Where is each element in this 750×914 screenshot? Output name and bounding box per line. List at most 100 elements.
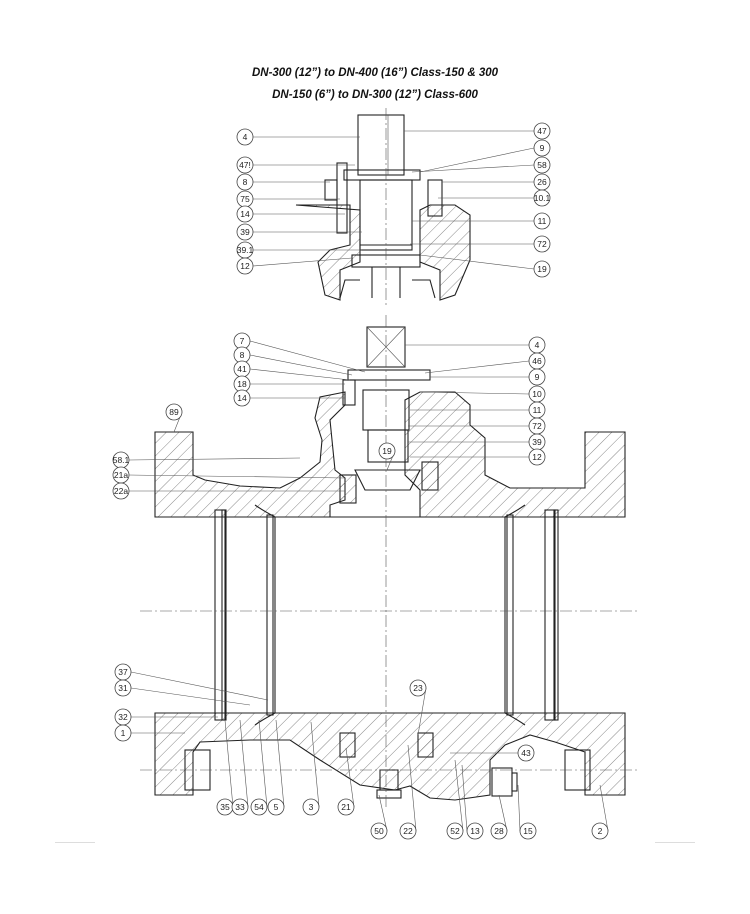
leader-line: [310, 721, 320, 808]
callout-part-5: 5: [267, 719, 285, 816]
callout-part-4: 4: [405, 336, 546, 354]
callout-number: 11: [538, 216, 547, 226]
callout-part-31: 31: [114, 679, 251, 706]
callout-part-39: 39: [236, 223, 362, 241]
callout-circle: [236, 223, 254, 241]
leader-line: [419, 254, 535, 270]
leader-line: [424, 360, 530, 374]
callout-part-46: 46: [424, 352, 546, 374]
leader-line: [239, 719, 249, 808]
callout-number: 75: [240, 194, 250, 204]
leader-line: [258, 719, 268, 808]
callout-part-10: 10: [419, 385, 546, 403]
callout-part-32: 32: [114, 708, 218, 726]
callout-number: 19: [537, 264, 547, 274]
leader-line: [252, 257, 353, 267]
callout-number: 10: [532, 389, 542, 399]
callout-part-12: 12: [410, 448, 546, 466]
valve-main-section: [140, 315, 640, 810]
drawing-title-line-2: DN-150 (6”) to DN-300 (12”) Class-600: [272, 89, 478, 101]
callout-number: 52: [450, 826, 460, 836]
callout-part-10-1: 10.1: [438, 189, 551, 207]
callout-part-21: 21: [337, 747, 355, 816]
callout-part-21a: 21a: [112, 466, 346, 484]
callout-number: 18: [237, 379, 247, 389]
callout-number: 15: [523, 826, 533, 836]
callout-number: 32: [118, 712, 128, 722]
stem-detail-view: [295, 108, 471, 305]
callout-part-37: 37: [114, 663, 269, 701]
callout-number: 31: [118, 683, 128, 693]
leader-line: [419, 147, 535, 173]
callout-number: 89: [169, 407, 179, 417]
leader-line: [345, 747, 355, 808]
callout-number: 21a: [114, 470, 128, 480]
callout-circle: [409, 679, 427, 697]
callout-number: 46: [532, 356, 542, 366]
callout-circle: [519, 822, 537, 840]
callout-circle: [236, 205, 254, 223]
leader-line: [411, 164, 535, 173]
callout-part-4: 4: [236, 128, 360, 146]
leader-line: [517, 784, 521, 832]
callout-number: 37: [118, 667, 128, 677]
callout-circle: [302, 798, 320, 816]
callout-part-15: 15: [517, 784, 537, 840]
callout-part-9: 9: [430, 368, 546, 386]
callout-part-14: 14: [233, 389, 345, 407]
callout-circle: [378, 442, 396, 460]
callout-circle: [591, 822, 609, 840]
callout-number: 14: [237, 393, 247, 403]
callout-part-28: 28: [490, 794, 508, 840]
callout-part-47-: 47!: [236, 156, 355, 174]
callout-circle: [528, 448, 546, 466]
callout-circle: [533, 139, 551, 157]
callout-part-11: 11: [412, 212, 551, 230]
callout-number: 10.1: [534, 193, 551, 203]
callout-part-2: 2: [591, 784, 609, 840]
callout-number: 41: [237, 364, 247, 374]
leader-line: [130, 687, 251, 706]
callout-number: 50: [374, 826, 384, 836]
callout-part-23: 23: [409, 679, 427, 736]
callout-number: 11: [533, 405, 542, 415]
callout-circle: [517, 744, 535, 762]
callout-number: 4: [243, 132, 248, 142]
callout-part-52: 52: [446, 759, 464, 840]
callout-number: 22a: [114, 486, 128, 496]
callout-circle: [236, 257, 254, 275]
callout-circle: [399, 822, 417, 840]
leader-line: [417, 687, 427, 736]
callout-number: 22: [403, 826, 413, 836]
callout-number: 39: [532, 437, 542, 447]
leader-line: [419, 391, 530, 395]
footer-rule-left: [55, 842, 95, 843]
callout-circle: [533, 260, 551, 278]
callout-part-9: 9: [419, 139, 551, 173]
leader-line: [461, 764, 468, 832]
callout-part-39-1: 39.1: [236, 241, 362, 259]
leader-line: [599, 784, 609, 832]
callout-circle: [533, 122, 551, 140]
callout-number: 33: [235, 802, 245, 812]
callout-circle: [528, 368, 546, 386]
callout-circle: [533, 156, 551, 174]
callout-number: 54: [254, 802, 264, 812]
callout-part-7: 7: [233, 332, 366, 373]
callout-number: 1: [121, 728, 126, 738]
callout-number: 47: [537, 126, 547, 136]
callout-number: 5: [274, 802, 279, 812]
callout-part-14: 14: [236, 205, 345, 223]
callout-part-18: 18: [233, 375, 345, 393]
callout-number: 58: [537, 160, 547, 170]
callout-circle: [466, 822, 484, 840]
callout-number: 14: [240, 209, 250, 219]
callout-number: 2: [598, 826, 603, 836]
callout-part-72: 72: [408, 417, 546, 435]
callout-number: 12: [532, 452, 542, 462]
callout-part-89: 89: [165, 403, 183, 433]
callout-circle: [165, 403, 183, 421]
callout-number: 9: [535, 372, 540, 382]
callout-number: 43: [521, 748, 531, 758]
callout-number: 72: [537, 239, 547, 249]
